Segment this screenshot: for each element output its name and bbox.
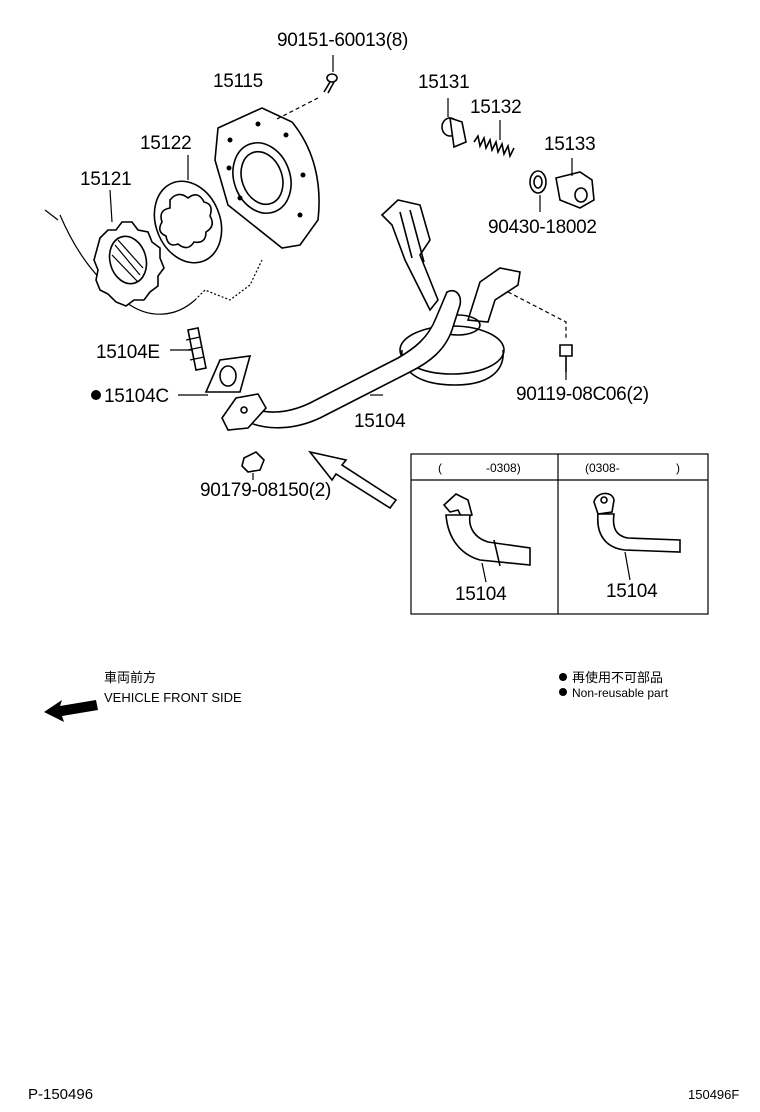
label-rotor-outer: 15122 (140, 133, 191, 154)
inset-right-header: (0308- (585, 461, 620, 475)
label-gasket-strainer: 15104C (104, 386, 169, 407)
plug-gasket (529, 170, 547, 212)
label-cover: 15115 (213, 71, 263, 92)
relief-plug (555, 158, 595, 209)
label-nut-strainer: 90179-08150(2) (200, 480, 331, 501)
bolt-cover (274, 55, 338, 121)
nut-strainer (241, 451, 265, 480)
strainer-gasket (178, 355, 252, 396)
vehicle-front-indicator: 車両前方 VEHICLE FRONT SIDE (44, 670, 242, 722)
legend-jp: 再使用不可部品 (572, 670, 663, 685)
label-plug: 15133 (544, 134, 595, 155)
non-reusable-dot-icon (91, 390, 101, 400)
inset-left-header-open: ( (438, 461, 442, 475)
variant-inset: ( -0308) (0308- ) 15104 15104 (410, 453, 709, 615)
strainer-stud (170, 327, 207, 371)
label-bolt-top: 90151-60013(8) (277, 30, 408, 51)
label-spring: 15132 (470, 97, 521, 118)
label-stud: 15104E (96, 342, 160, 363)
label-bolt-strainer: 90119-08C06(2) (516, 384, 649, 405)
legend-en: Non-reusable part (572, 686, 669, 700)
inset-right-header-close: ) (676, 461, 680, 475)
view-direction-arrow (307, 450, 398, 510)
direction-jp: 車両前方 (104, 670, 156, 685)
oil-strainer (221, 199, 521, 431)
legend-dot-icon (559, 688, 567, 696)
outer-rotor (153, 155, 223, 264)
inner-rotor (93, 189, 165, 307)
footer-fig-code: 150496F (688, 1087, 739, 1102)
legend-dot-icon (559, 673, 567, 681)
relief-spring (473, 120, 515, 159)
left-arrow-icon (44, 700, 98, 722)
inset-left-header-range: -0308) (486, 461, 521, 475)
label-rotor-inner: 15121 (80, 169, 131, 190)
label-strainer: 15104 (354, 411, 406, 432)
strainer-variant-early (442, 493, 531, 583)
relief-valve (441, 98, 467, 149)
label-relief-valve: 15131 (418, 72, 469, 93)
oil-pump-cover (214, 107, 320, 249)
engine-block-outline (44, 209, 263, 315)
footer-page-ref: P-150496 (28, 1086, 93, 1103)
bolt-strainer (507, 291, 573, 380)
legend: 再使用不可部品 Non-reusable part (559, 670, 669, 700)
inset-left-label: 15104 (455, 584, 507, 605)
direction-en: VEHICLE FRONT SIDE (104, 690, 242, 705)
label-gasket-plug: 90430-18002 (488, 217, 597, 238)
inset-right-label: 15104 (606, 581, 658, 602)
strainer-variant-late (593, 492, 681, 581)
